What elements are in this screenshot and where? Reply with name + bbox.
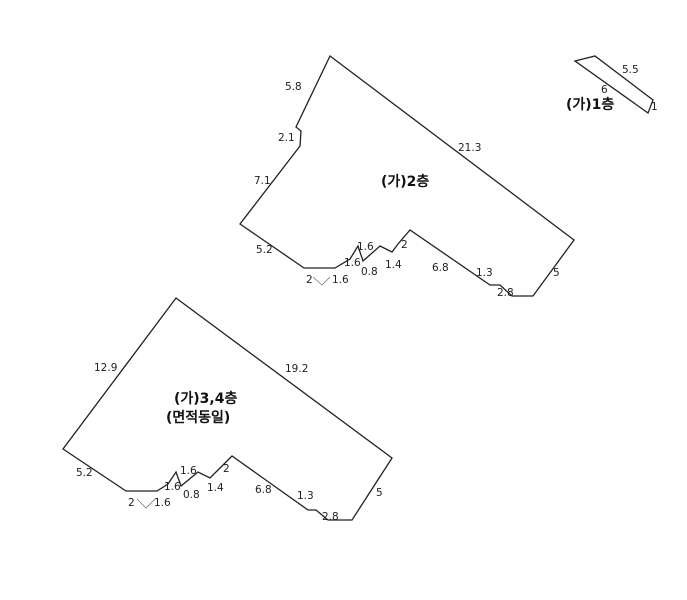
dim-1-end: 1	[651, 101, 658, 113]
dim-2-i: 6.8	[432, 262, 449, 274]
dim-3-b: 19.2	[285, 363, 308, 375]
dim-2-l: 0.8	[361, 266, 378, 278]
dim-3-j: 0.8	[183, 489, 200, 501]
dim-2-j: 2	[401, 239, 408, 251]
floor-2-shape: 5.8 2.1 7.1 5.2 21.3 5 2.8 1.3 6.8 2 1.4…	[239, 55, 575, 299]
floor-3-4-shape: 12.9 19.2 5.2 5 2.8 1.3 6.8 2 1.4 0.8 1.…	[62, 297, 393, 523]
dim-2-c: 7.1	[254, 175, 271, 187]
dim-2-m: 1.6	[357, 241, 374, 253]
dim-2-d: 5.2	[256, 244, 273, 256]
dim-2-g: 2.8	[497, 287, 514, 299]
dim-2-a: 5.8	[285, 81, 302, 93]
dim-2-p: 2	[306, 274, 313, 286]
dim-2-f: 5	[553, 267, 560, 279]
dim-3-m: 1.6	[154, 497, 171, 509]
dim-3-n: 2	[128, 497, 135, 509]
floor-1-label: (가)1층	[566, 97, 614, 113]
dim-2-h: 1.3	[476, 267, 493, 279]
dim-3-h: 2	[223, 463, 230, 475]
dim-3-i: 1.4	[207, 482, 224, 494]
floor-2-notch-mark	[312, 276, 331, 286]
dim-2-b: 2.1	[278, 132, 295, 144]
dim-3-g: 6.8	[255, 484, 272, 496]
floor-3-4-label: (가)3,4층	[174, 391, 237, 407]
dim-3-f: 1.3	[297, 490, 314, 502]
floor-1-outline	[573, 55, 654, 115]
dim-3-k: 1.6	[180, 465, 197, 477]
dim-3-e: 2.8	[322, 511, 339, 523]
dim-2-n: 1.6	[344, 257, 361, 269]
dim-2-o: 1.6	[332, 274, 349, 286]
floor-1-shape: 5.5 6 1 (가)1층	[566, 55, 658, 115]
floor-3-4-note: (면적동일)	[166, 409, 230, 426]
dim-3-c: 5.2	[76, 467, 93, 479]
dim-3-d: 5	[376, 487, 383, 499]
dim-1-side: 6	[601, 84, 608, 96]
dim-3-l: 1.6	[164, 481, 181, 493]
dim-2-e: 21.3	[458, 142, 481, 154]
floor-3-4-outline	[62, 297, 393, 521]
dim-1-top: 5.5	[622, 64, 639, 76]
dim-3-a: 12.9	[94, 362, 117, 374]
floor-2-label: (가)2층	[381, 174, 429, 190]
floor-2-outline	[239, 55, 575, 297]
dim-2-k: 1.4	[385, 259, 402, 271]
floor-3-4-notch-mark	[136, 498, 156, 509]
